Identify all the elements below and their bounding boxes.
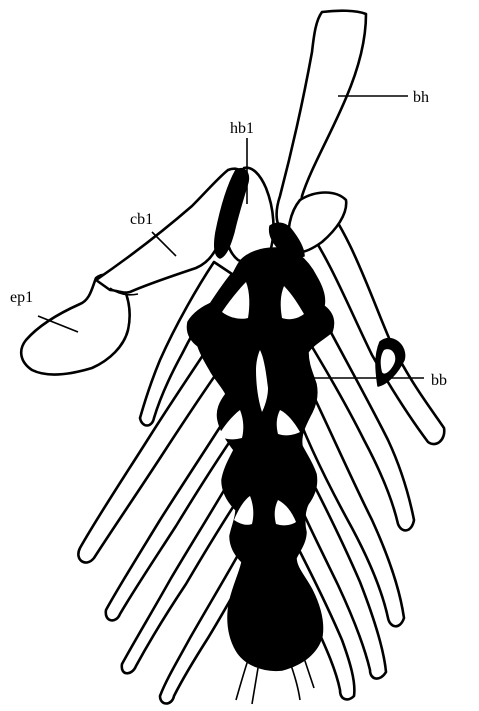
- label-bh: bh: [413, 89, 429, 106]
- label-bb: bb: [431, 372, 447, 389]
- label-ep1: ep1: [10, 289, 33, 306]
- label-cb1: cb1: [130, 211, 153, 228]
- label-hb1: hb1: [230, 120, 254, 137]
